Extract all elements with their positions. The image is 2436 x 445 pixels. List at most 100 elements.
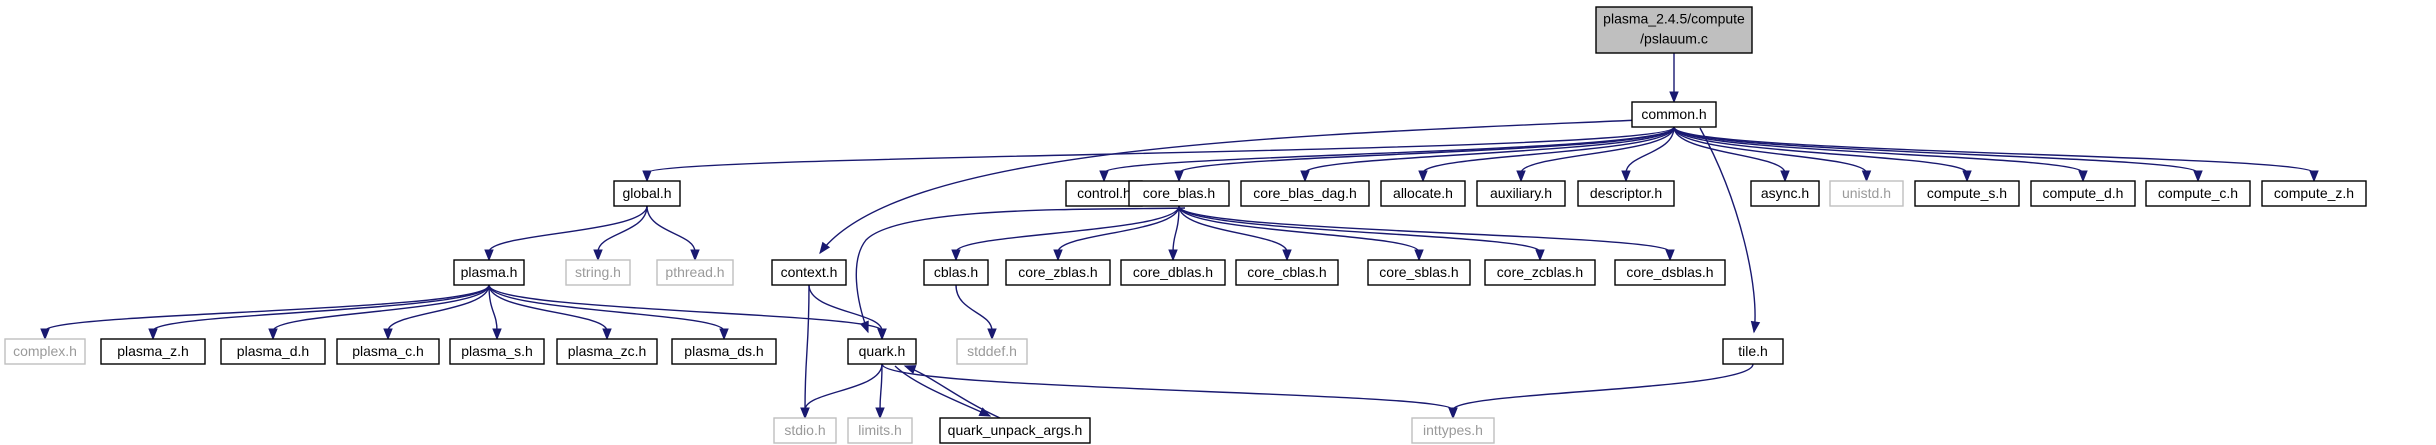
- edge-plasma-to-plasma-d: [268, 284, 490, 341]
- node-pthread[interactable]: pthread.h: [656, 259, 734, 286]
- node-core-blas[interactable]: core_blas.h: [1128, 180, 1230, 207]
- node-plasma-zc[interactable]: plasma_zc.h: [556, 338, 658, 365]
- node-label: descriptor.h: [1590, 185, 1662, 201]
- node-box: [1614, 259, 1726, 286]
- edge-line: [904, 365, 1001, 419]
- node-compute-d[interactable]: compute_d.h: [2030, 180, 2136, 207]
- edge-global-to-string: [593, 205, 648, 262]
- node-complex[interactable]: complex.h: [4, 338, 86, 365]
- node-root-file[interactable]: plasma_2.4.5/compute /pslauum.c: [1595, 6, 1753, 54]
- edge-common-to-allocate: [1418, 126, 1675, 183]
- edge-line: [1172, 205, 1180, 253]
- root-label-line1: plasma_2.4.5/compute: [1603, 11, 1745, 27]
- node-box: [923, 259, 989, 286]
- node-box: [1484, 259, 1596, 286]
- node-allocate[interactable]: allocate.h: [1380, 180, 1466, 207]
- node-core-zcblas[interactable]: core_zcblas.h: [1484, 259, 1596, 286]
- node-stddef[interactable]: stddef.h: [956, 338, 1028, 365]
- node-box: [2145, 180, 2251, 207]
- node-stdio[interactable]: stdio.h: [773, 417, 837, 444]
- node-compute-s[interactable]: compute_s.h: [1914, 180, 2020, 207]
- edge-arrowhead: [1174, 170, 1184, 183]
- node-label: control.h: [1077, 185, 1131, 201]
- edge-arrowhead: [1168, 249, 1178, 262]
- node-core-sblas[interactable]: core_sblas.h: [1367, 259, 1471, 286]
- node-cblas[interactable]: cblas.h: [923, 259, 989, 286]
- edge-line: [387, 284, 490, 332]
- node-plasma-ds[interactable]: plasma_ds.h: [671, 338, 777, 365]
- node-plasma-d[interactable]: plasma_d.h: [220, 338, 326, 365]
- node-string[interactable]: string.h: [565, 259, 631, 286]
- node-box: [100, 338, 206, 365]
- edges-layer: [40, 53, 2319, 420]
- edge-arrowhead: [690, 249, 700, 262]
- edge-line: [1673, 126, 1868, 174]
- edge-quark-to-stdio: [800, 363, 883, 420]
- node-tile[interactable]: tile.h: [1722, 338, 1784, 365]
- node-label: plasma.h: [461, 264, 518, 280]
- edge-common-to-core-blas-dag: [1300, 126, 1675, 183]
- node-limits[interactable]: limits.h: [847, 417, 913, 444]
- edge-arrowhead: [602, 328, 612, 341]
- edge-context-to-stdio: [800, 284, 810, 420]
- node-async[interactable]: async.h: [1750, 180, 1820, 207]
- node-plasma-s[interactable]: plasma_s.h: [449, 338, 545, 365]
- node-box: [1235, 259, 1339, 286]
- node-core-zblas[interactable]: core_zblas.h: [1005, 259, 1111, 286]
- node-box: [336, 338, 440, 365]
- edge-line: [1673, 126, 1786, 174]
- edge-line: [1673, 126, 1968, 174]
- node-core-dblas[interactable]: core_dblas.h: [1120, 259, 1226, 286]
- edge-core-blas-to-core-zcblas: [1178, 205, 1545, 262]
- edge-cblas-to-stddef: [955, 284, 997, 341]
- node-box: [1722, 338, 1784, 365]
- edge-common-to-compute-c: [1673, 126, 2203, 183]
- node-box: [1367, 259, 1471, 286]
- node-box: [656, 259, 734, 286]
- edge-arrowhead: [800, 407, 810, 420]
- edge-line: [44, 284, 490, 332]
- node-label: complex.h: [13, 343, 77, 359]
- node-global[interactable]: global.h: [613, 180, 681, 207]
- node-label: core_zblas.h: [1018, 264, 1097, 280]
- edge-arrowhead: [987, 328, 997, 341]
- edge-arrowhead: [859, 320, 869, 334]
- edge-arrowhead: [593, 249, 603, 262]
- node-compute-c[interactable]: compute_c.h: [2145, 180, 2251, 207]
- node-label: plasma_ds.h: [684, 343, 763, 359]
- edge-line: [488, 284, 498, 332]
- node-box: [1128, 180, 1230, 207]
- node-box: [613, 180, 681, 207]
- node-label: compute_c.h: [2158, 185, 2238, 201]
- edge-arrowhead: [2078, 170, 2088, 183]
- edge-line: [881, 363, 1454, 411]
- node-core-blas-dag[interactable]: core_blas_dag.h: [1240, 180, 1370, 207]
- edge-line: [152, 284, 490, 332]
- edge-line: [488, 284, 608, 332]
- edge-line: [879, 363, 883, 411]
- edge-global-to-pthread: [646, 205, 700, 262]
- edge-common-to-tile: [1699, 127, 1761, 334]
- edge-line: [597, 205, 648, 253]
- node-core-dsblas[interactable]: core_dsblas.h: [1614, 259, 1726, 286]
- node-core-cblas[interactable]: core_cblas.h: [1235, 259, 1339, 286]
- edge-quark-unpack-args-to-quark: [903, 365, 1001, 419]
- node-context[interactable]: context.h: [771, 259, 847, 286]
- node-compute-z[interactable]: compute_z.h: [2261, 180, 2367, 207]
- node-quark[interactable]: quark.h: [847, 338, 917, 365]
- node-common[interactable]: common.h: [1631, 101, 1717, 128]
- node-label: core_dsblas.h: [1626, 264, 1713, 280]
- edge-arrowhead: [2193, 170, 2203, 183]
- edge-common-to-compute-z: [1673, 126, 2319, 183]
- node-label: global.h: [622, 185, 671, 201]
- node-auxiliary[interactable]: auxiliary.h: [1476, 180, 1566, 207]
- node-quark-unpack-args[interactable]: quark_unpack_args.h: [939, 417, 1091, 444]
- node-box: [1005, 259, 1111, 286]
- node-descriptor[interactable]: descriptor.h: [1577, 180, 1675, 207]
- node-plasma[interactable]: plasma.h: [453, 259, 525, 286]
- node-unistd[interactable]: unistd.h: [1829, 180, 1904, 207]
- node-plasma-z[interactable]: plasma_z.h: [100, 338, 206, 365]
- node-inttypes[interactable]: inttypes.h: [1411, 417, 1495, 444]
- node-plasma-c[interactable]: plasma_c.h: [336, 338, 440, 365]
